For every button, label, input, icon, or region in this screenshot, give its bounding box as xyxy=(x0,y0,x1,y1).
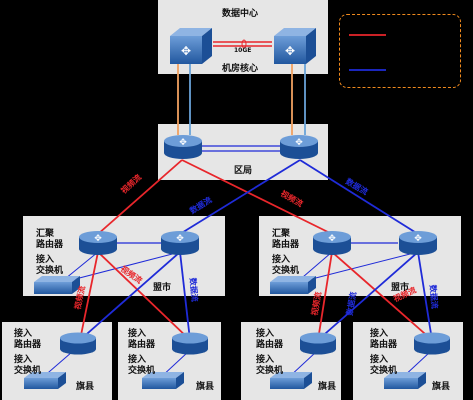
access-switch-label-right: 接入 交换机 xyxy=(272,255,300,276)
agg-router-left-b-icon: ✥ xyxy=(161,231,199,255)
access-switch-label-left: 接入 交换机 xyxy=(36,255,64,276)
county-4-switch-label: 接入 交换机 xyxy=(370,355,398,376)
county-switch-3-icon xyxy=(270,372,312,389)
video-stream-label-4: 视频流 xyxy=(119,263,144,285)
agg-router-right-b-icon: ✥ xyxy=(399,231,437,255)
bureau-label: 区局 xyxy=(234,166,253,176)
county-router-3-icon xyxy=(300,332,336,355)
svg-text:✥: ✥ xyxy=(285,44,295,58)
county-1-switch-label: 接入 交换机 xyxy=(14,355,42,376)
svg-text:✥: ✥ xyxy=(414,234,422,244)
video-stream-label-1: 视频流 xyxy=(119,172,144,195)
city-label-left: 盟市 xyxy=(153,283,172,293)
bureau-router-right-icon: ✥ xyxy=(280,135,318,159)
county-4-router-label: 接入 路由器 xyxy=(370,329,398,350)
data-stream-label-4: 数据流 xyxy=(344,291,358,316)
city-label-right: 盟市 xyxy=(391,283,410,293)
data-stream-label-2: 数据流 xyxy=(344,176,370,197)
agg-router-label-left: 汇聚 路由器 xyxy=(36,229,64,250)
county-1-router-label: 接入 路由器 xyxy=(14,329,42,350)
city-switch-left-icon xyxy=(34,276,80,294)
county-router-2-icon xyxy=(172,332,208,355)
county-switch-2-icon xyxy=(142,372,184,389)
svg-text:✥: ✥ xyxy=(179,138,187,148)
video-stream-label-5: 视频流 xyxy=(309,291,323,316)
city-switch-right-icon xyxy=(270,276,316,294)
svg-text:✥: ✥ xyxy=(295,138,303,148)
county-1-label: 旗县 xyxy=(76,382,95,392)
county-4-label: 旗县 xyxy=(432,382,451,392)
data-stream-label-5: 数据流 xyxy=(428,284,440,309)
video-stream-label-2: 视频流 xyxy=(279,188,305,209)
data-stream-label-1: 数据流 xyxy=(188,194,214,215)
data-stream-label-3: 数据流 xyxy=(188,277,200,302)
county-3-switch-label: 接入 交换机 xyxy=(256,355,284,376)
core-switch-left-icon: ✥ xyxy=(170,28,212,64)
county-3-router-label: 接入 路由器 xyxy=(256,329,284,350)
svg-text:✥: ✥ xyxy=(176,234,184,244)
county-router-1-icon xyxy=(60,332,96,355)
core-label: 机房核心 xyxy=(222,64,259,74)
agg-router-right-a-icon: ✥ xyxy=(313,231,351,255)
county-2-router-label: 接入 路由器 xyxy=(128,329,156,350)
link-10ge-label: 10GE xyxy=(234,47,252,54)
svg-text:✥: ✥ xyxy=(328,234,336,244)
agg-router-left-a-icon: ✥ xyxy=(79,231,117,255)
county-3-label: 旗县 xyxy=(318,382,337,392)
svg-text:✥: ✥ xyxy=(181,44,191,58)
county-router-4-icon xyxy=(414,332,450,355)
agg-router-label-right: 汇聚 路由器 xyxy=(272,229,300,250)
video-stream-label-3: 视频流 xyxy=(72,285,87,311)
core-switch-right-icon: ✥ xyxy=(274,28,316,64)
datacenter-title: 数据中心 xyxy=(222,9,259,19)
legend-box xyxy=(339,14,461,88)
svg-text:✥: ✥ xyxy=(94,234,102,244)
county-2-switch-label: 接入 交换机 xyxy=(128,355,156,376)
county-2-label: 旗县 xyxy=(196,382,215,392)
county-switch-1-icon xyxy=(24,372,66,389)
county-switch-4-icon xyxy=(384,372,426,389)
bureau-router-left-icon: ✥ xyxy=(164,135,202,159)
